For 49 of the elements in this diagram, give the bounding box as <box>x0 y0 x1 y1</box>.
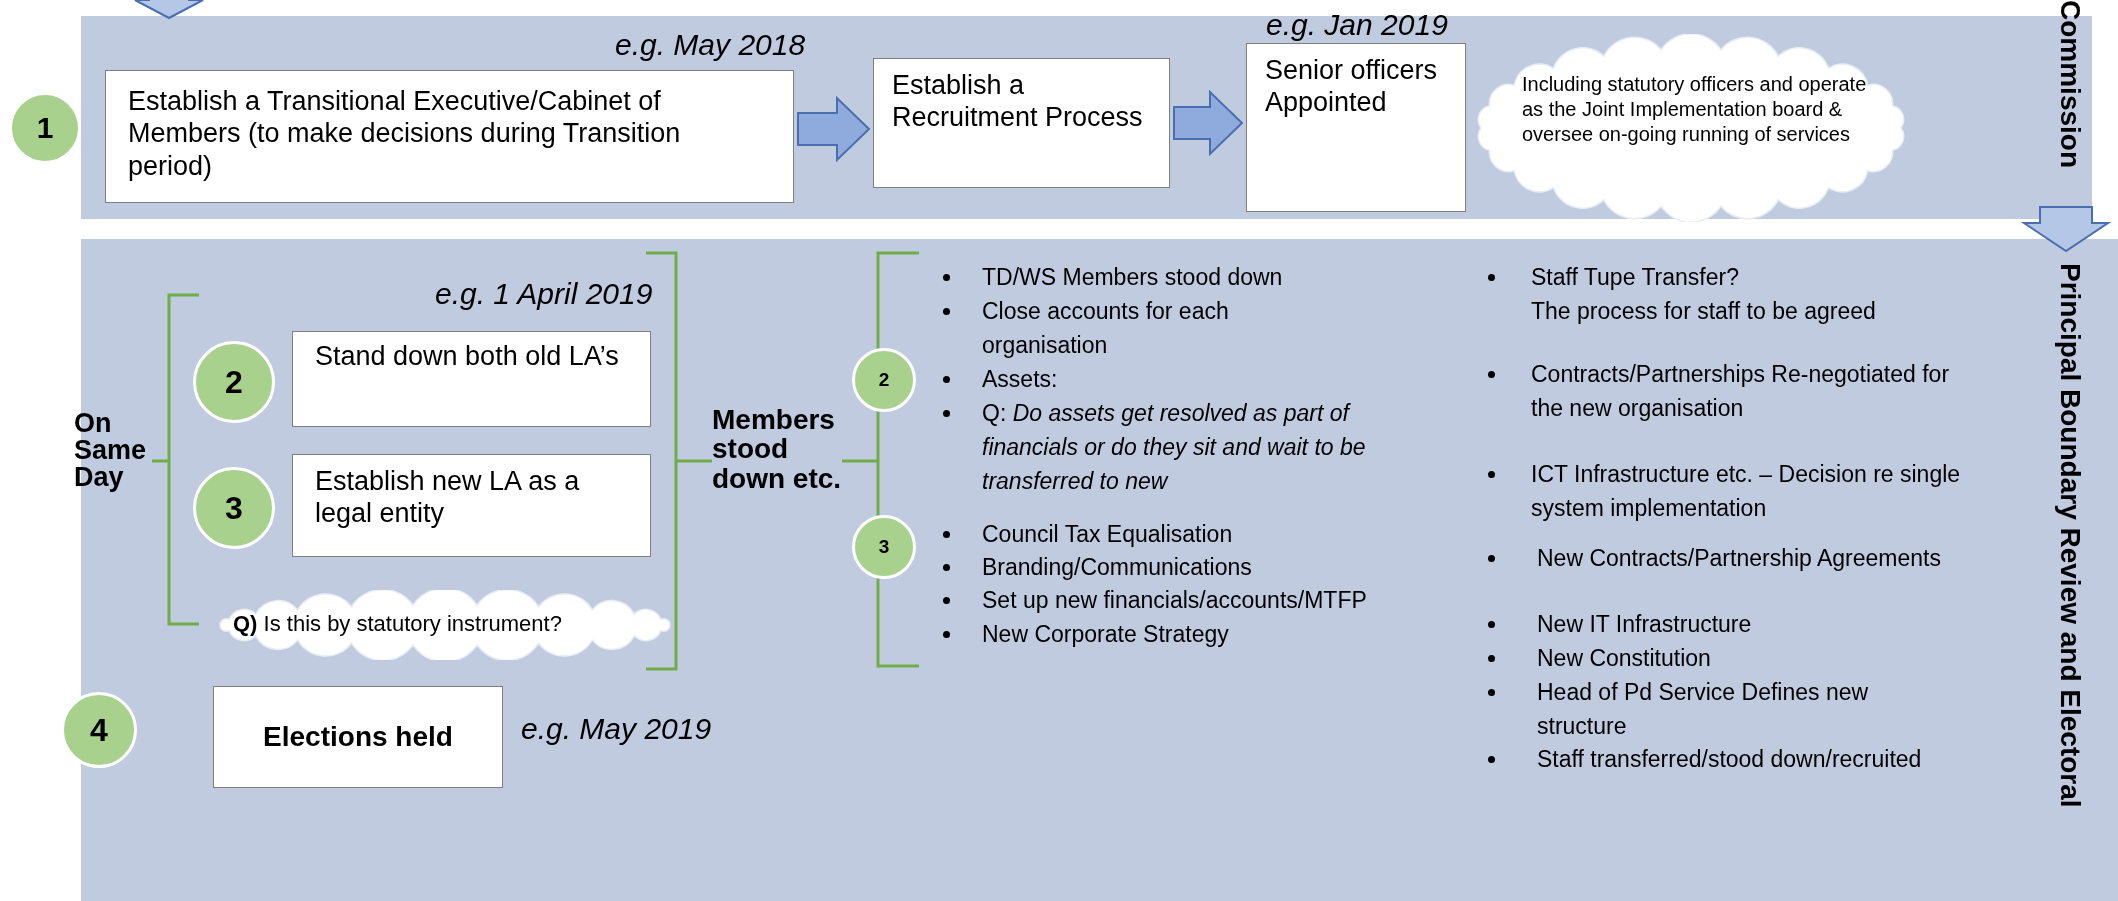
box-text: Senior officers Appointed <box>1264 54 1439 120</box>
box-text: Establish a Recruitment Process <box>891 69 1144 135</box>
box-text: Stand down both old LA’s <box>314 340 620 373</box>
process-box <box>213 686 503 788</box>
step-number: 4 <box>90 710 108 750</box>
step-number: 3 <box>225 488 243 528</box>
bullet-item: New IT Infrastructure <box>1537 610 1753 639</box>
bullet-item: Staff Tupe Transfer? <box>1531 263 1740 292</box>
process-box <box>105 70 794 203</box>
box-text: Establish new LA as a legal entity <box>314 465 581 531</box>
step-number: 1 <box>36 110 54 146</box>
date-note: e.g. May 2019 <box>521 712 712 746</box>
group-label: On Same Day <box>74 410 148 491</box>
bullet-item: TD/WS Members stood down <box>982 263 1284 292</box>
step-number: 3 <box>878 535 890 559</box>
process-box <box>292 331 651 427</box>
process-box <box>873 58 1170 188</box>
bullet-item: New Contracts/Partnership Agreements <box>1537 544 1942 573</box>
process-box <box>1246 43 1466 212</box>
block-arrow <box>2020 206 2112 253</box>
bullet-item: Set up new financials/accounts/MTFP <box>982 586 1368 615</box>
step-number: 2 <box>225 362 243 402</box>
bullet-item: Q: Do assets get resolved as part of financials or do they sit and wait to be transferred to new <box>982 399 1367 496</box>
bullet-item: New Corporate Strategy <box>982 620 1230 649</box>
bullet-item: Contracts/Partnerships Re-negotiated for the new organisation <box>1531 360 1951 423</box>
block-arrow <box>797 95 871 163</box>
block-arrow <box>1173 89 1244 157</box>
block-arrow <box>134 0 204 20</box>
bullet-item: The process for staff to be agreed <box>1531 297 1877 326</box>
bullet-item: Head of Pd Service Defines new structure <box>1537 678 1870 741</box>
cloud-text: Including statutory officers and operate as the Joint Implementation board & oversee on-going running of services <box>1522 72 1867 147</box>
date-note: e.g. 1 April 2019 <box>435 276 653 312</box>
date-note: e.g. Jan 2019 <box>1266 8 1448 42</box>
vertical-title: Commission <box>2054 0 2087 169</box>
box-text: Elections held <box>263 720 453 754</box>
bullet-item: ICT Infrastructure etc. – Decision re single system implementation <box>1531 460 1962 523</box>
bullet-item: Assets: <box>982 365 1059 394</box>
process-box <box>292 454 651 557</box>
bullet-item: Branding/Communications <box>982 553 1253 582</box>
bullet-item: New Constitution <box>1537 644 1712 673</box>
vertical-title: Principal Boundary Review and Electoral <box>2054 263 2087 808</box>
step-number: 2 <box>878 368 890 392</box>
bullet-item: Council Tax Equalisation <box>982 520 1234 549</box>
cloud-text: Q) Is this by statutory instrument? <box>233 610 563 638</box>
date-note: e.g. May 2018 <box>615 28 806 62</box>
box-text: Establish a Transitional Executive/Cabinet of Members (to make decisions during Transition period) <box>127 85 682 183</box>
group-label: Members stood down etc. <box>712 405 843 494</box>
bullet-item: Close accounts for each organisation <box>982 297 1230 360</box>
bullet-item: Staff transferred/stood down/recruited <box>1537 745 1923 774</box>
